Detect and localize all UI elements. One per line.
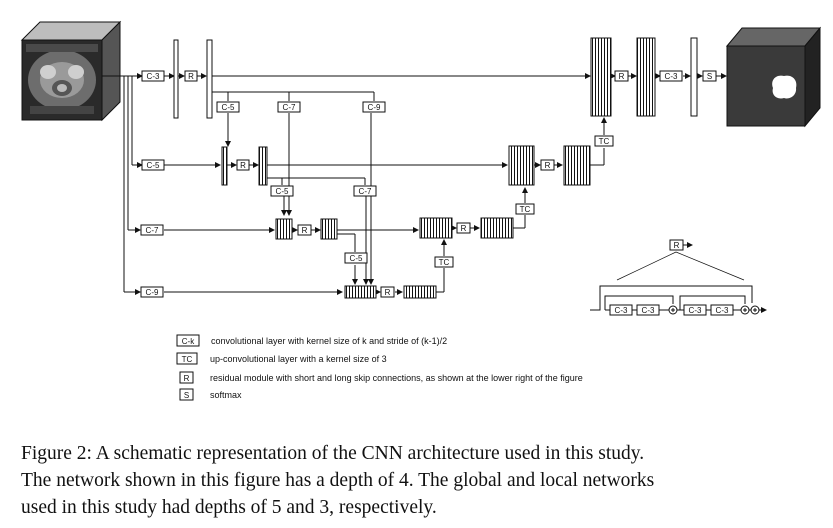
feature-map-l3-a: [275, 218, 293, 240]
residual-c3-2: C-3: [636, 304, 660, 316]
figure-caption: Figure 2: A schematic representation of …: [21, 440, 829, 521]
label-r-decoder-l2: R: [540, 159, 555, 171]
decoder-map-l2-b: [563, 145, 591, 186]
label-c7-down-l2: C-7: [353, 185, 377, 197]
feature-maps: [173, 37, 698, 299]
svg-text:C-3: C-3: [689, 306, 702, 315]
svg-text:convolutional layer with kerne: convolutional layer with kernel size of …: [211, 336, 447, 346]
svg-text:TC: TC: [520, 205, 531, 214]
svg-text:TC: TC: [599, 137, 610, 146]
svg-text:R: R: [385, 288, 391, 297]
svg-text:C-5: C-5: [222, 103, 235, 112]
label-c9-level4: C-9: [140, 286, 164, 298]
caption-line-2: The network shown in this figure has a d…: [21, 470, 655, 491]
legend-item-r: R residual module with short and long sk…: [179, 371, 583, 384]
svg-text:TC: TC: [439, 258, 450, 267]
svg-text:C-7: C-7: [283, 103, 296, 112]
label-r-level3: R: [297, 224, 312, 236]
label-tc-level2: TC: [594, 135, 614, 147]
caption-line-1: Figure 2: A schematic representation of …: [21, 443, 645, 464]
decoder-map-l3-b: [480, 217, 514, 239]
residual-c3-3: C-3: [683, 304, 707, 316]
caption-line-3: used in this study had depths of 5 and 3…: [21, 497, 437, 518]
label-r-level2: R: [236, 159, 250, 171]
connection-lines: [102, 73, 727, 295]
svg-text:R: R: [188, 72, 194, 81]
svg-text:C-3: C-3: [642, 306, 655, 315]
svg-text:R: R: [461, 224, 467, 233]
svg-text:R: R: [619, 72, 625, 81]
decoder-map-l1-b: [636, 37, 656, 117]
svg-text:R: R: [240, 161, 246, 170]
label-tc-level4: TC: [434, 256, 454, 268]
svg-text:C-k: C-k: [182, 337, 195, 346]
label-c7-down-l1: C-7: [277, 101, 301, 113]
label-c5-down-l1: C-5: [216, 101, 240, 113]
svg-text:S: S: [184, 391, 189, 400]
svg-text:R: R: [545, 161, 551, 170]
label-r-level1: R: [184, 70, 198, 82]
svg-text:C-9: C-9: [368, 103, 381, 112]
label-r-decoder-l1: R: [614, 70, 629, 82]
label-r-decoder-l3: R: [456, 222, 471, 234]
feature-map-l2-b: [258, 146, 268, 186]
svg-text:C-5: C-5: [147, 161, 160, 170]
svg-text:C-3: C-3: [665, 72, 678, 81]
feature-map-l2-a: [221, 146, 228, 186]
label-c5-level2: C-5: [141, 159, 165, 171]
legend: C-k convolutional layer with kernel size…: [176, 334, 583, 401]
label-c5-down-l2: C-5: [270, 185, 294, 197]
svg-text:R: R: [302, 226, 308, 235]
label-c7-level3: C-7: [140, 224, 164, 236]
svg-text:C-3: C-3: [716, 306, 729, 315]
svg-text:C-9: C-9: [146, 288, 159, 297]
svg-text:softmax: softmax: [210, 390, 242, 400]
label-c3-decoder-l1: C-3: [659, 70, 683, 82]
label-c3-level1: C-3: [141, 70, 165, 82]
label-r-level4: R: [380, 286, 395, 298]
svg-text:TC: TC: [182, 355, 193, 364]
svg-text:C-7: C-7: [146, 226, 159, 235]
legend-item-ck: C-k convolutional layer with kernel size…: [176, 334, 447, 347]
svg-text:R: R: [184, 374, 190, 383]
decoder-map-l3-a: [419, 217, 453, 239]
cnn-architecture-diagram: C-3 R C-5 C-7 C-9 C-5 R C-5 C-7 C-7 R C-…: [20, 20, 822, 401]
label-c9-down-l1: C-9: [362, 101, 386, 113]
residual-module-detail: R C-3 C-3 C-3 C-3: [590, 239, 767, 316]
decoder-map-l2-a: [508, 145, 535, 186]
svg-text:C-3: C-3: [615, 306, 628, 315]
decoder-map-l1-c: [690, 37, 698, 117]
operation-labels: C-3 R C-5 C-7 C-9 C-5 R C-5 C-7 C-7 R C-…: [140, 70, 717, 298]
svg-text:C-7: C-7: [359, 187, 372, 196]
svg-text:residual module with short and: residual module with short and long skip…: [210, 373, 583, 383]
feature-map-l4-a: [344, 285, 377, 299]
feature-map-l1-b: [206, 39, 213, 119]
legend-item-tc: TC up-convolutional layer with a kernel …: [176, 352, 387, 365]
input-mri-volume: [20, 20, 122, 122]
residual-c3-4: C-3: [710, 304, 734, 316]
label-tc-level3: TC: [515, 203, 535, 215]
residual-module-r-label: R: [669, 239, 684, 251]
label-softmax: S: [702, 70, 717, 82]
legend-item-s: S softmax: [179, 388, 242, 401]
label-c5-down-l3: C-5: [344, 252, 368, 264]
residual-c3-1: C-3: [609, 304, 633, 316]
feature-map-l4-b: [403, 285, 437, 299]
svg-text:S: S: [707, 72, 712, 81]
svg-text:R: R: [674, 241, 680, 250]
svg-text:C-5: C-5: [276, 187, 289, 196]
output-segmentation-volume: [725, 26, 822, 128]
svg-text:up-convolutional layer with a: up-convolutional layer with a kernel siz…: [210, 354, 387, 364]
svg-text:C-3: C-3: [147, 72, 160, 81]
feature-map-l3-b: [320, 218, 338, 240]
decoder-map-l1-a: [590, 37, 612, 117]
feature-map-l1-a: [173, 39, 179, 119]
svg-text:C-5: C-5: [350, 254, 363, 263]
